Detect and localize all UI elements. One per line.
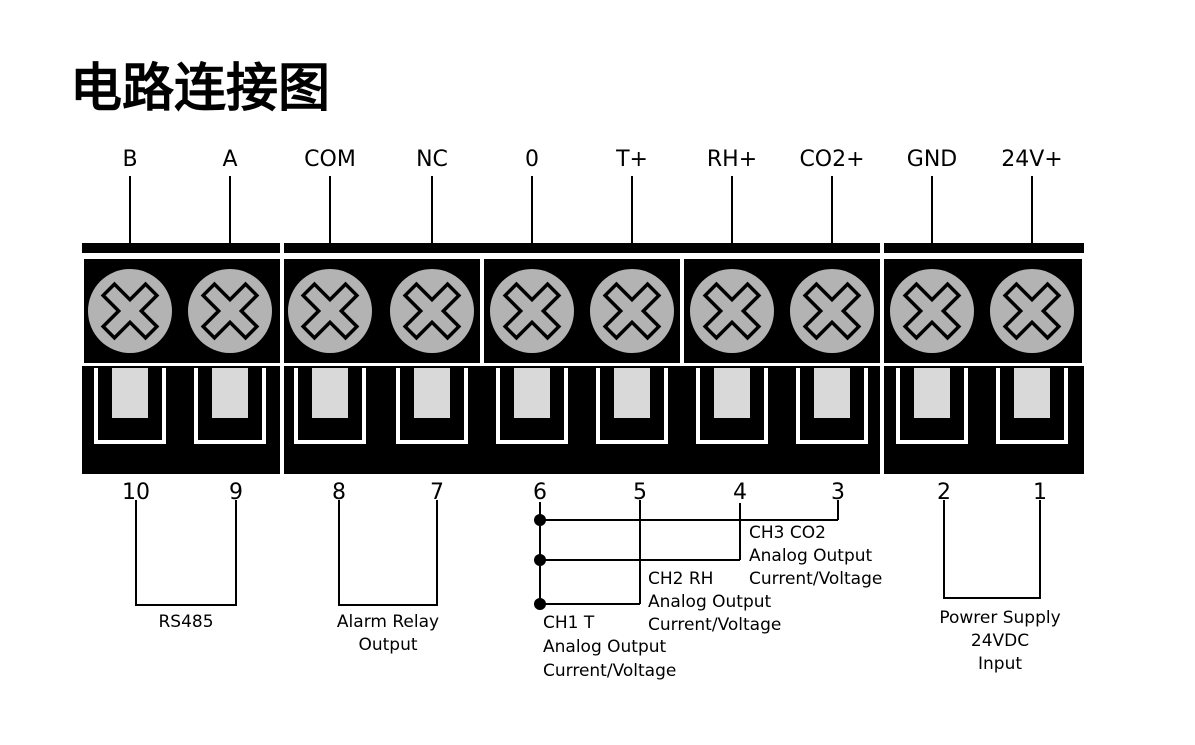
terminal-number-9: 2: [937, 480, 951, 505]
screw-3: [288, 269, 372, 353]
terminal-number-7: 4: [733, 480, 747, 505]
power-label-line2: 24VDC: [971, 631, 1029, 651]
wire-slot-1: [94, 368, 166, 444]
terminal-label-8: CO2+: [799, 147, 864, 172]
wire-slot-2: [194, 368, 266, 444]
terminal-label-5: 0: [525, 147, 539, 172]
wire-slot-7: [696, 368, 768, 444]
ch3-label-line2: Analog Output: [749, 546, 873, 566]
power-label-line1: Powrer Supply: [939, 608, 1060, 628]
screw-10: [990, 269, 1074, 353]
ch3-label-line3: Current/Voltage: [749, 569, 882, 589]
alarm-bracket: [338, 500, 438, 606]
ch1-label-line2: Analog Output: [543, 637, 667, 657]
terminal-number-5: 6: [533, 480, 547, 505]
alarm-label-line2: Output: [358, 635, 417, 655]
screw-cross-7: [702, 281, 762, 341]
slot-opening-1: [112, 368, 148, 418]
slot-opening-8: [814, 368, 850, 418]
ch1-label-line1: CH1 T: [543, 613, 595, 633]
ch2-label-line3: Current/Voltage: [648, 615, 781, 635]
slot-frame-4: [396, 368, 468, 444]
ch3-label-line1: CH3 CO2: [749, 523, 826, 543]
screw-9: [890, 269, 974, 353]
screw-cross-5: [502, 281, 562, 341]
terminal-label-7: RH+: [707, 147, 757, 172]
junction-dot-ch2: [534, 554, 546, 566]
terminal-label-10: 24V+: [1001, 147, 1062, 172]
wire-slot-4: [396, 368, 468, 444]
screw-cross-6: [602, 281, 662, 341]
body-block-2: [284, 366, 880, 474]
screw-2: [188, 269, 272, 353]
terminal-label-9: GND: [907, 147, 957, 172]
screw-cross-3: [300, 281, 360, 341]
page-title: 电路连接图: [70, 59, 330, 119]
slot-frame-3: [294, 368, 366, 444]
wire-slot-5: [496, 368, 568, 444]
slot-opening-3: [312, 368, 348, 418]
screw-7: [690, 269, 774, 353]
slot-frame-9: [896, 368, 968, 444]
slot-opening-2: [212, 368, 248, 418]
screw-cross-1: [100, 281, 160, 341]
wire-slot-10: [996, 368, 1068, 444]
power-bracket: [943, 500, 1041, 599]
rs485-bracket: [135, 500, 237, 606]
top-bar-power: [884, 243, 1084, 253]
screw-cross-4: [402, 281, 462, 341]
screw-cross-9: [902, 281, 962, 341]
alarm-label-line1: Alarm Relay: [337, 612, 439, 632]
terminal-label-3: COM: [304, 147, 356, 172]
terminal-label-6: T+: [615, 147, 648, 172]
slot-frame-7: [696, 368, 768, 444]
terminal-label-1: B: [122, 147, 137, 172]
slot-frame-1: [94, 368, 166, 444]
slot-frame-2: [194, 368, 266, 444]
slot-frame-8: [796, 368, 868, 444]
wire-slot-9: [896, 368, 968, 444]
power-label-line3: Input: [978, 654, 1022, 674]
screw-6: [590, 269, 674, 353]
screw-4: [390, 269, 474, 353]
terminal-number-3: 8: [332, 480, 346, 505]
terminal-number-8: 3: [831, 480, 845, 505]
ch2-label-line2: Analog Output: [648, 592, 772, 612]
slot-frame-6: [596, 368, 668, 444]
wire-slot-3: [294, 368, 366, 444]
junction-dot-ch3: [534, 514, 546, 526]
screw-8: [790, 269, 874, 353]
top-bar-middle: [284, 243, 880, 253]
slot-opening-10: [1014, 368, 1050, 418]
screw-5: [490, 269, 574, 353]
terminal-label-2: A: [222, 147, 237, 172]
body-block-1: [82, 366, 280, 474]
rs485-label: RS485: [158, 612, 213, 632]
ch2-label-line1: CH2 RH: [648, 569, 713, 589]
terminal-number-4: 7: [430, 480, 444, 505]
slot-opening-7: [714, 368, 750, 418]
junction-dot-ch1: [534, 598, 546, 610]
terminal-number-10: 1: [1033, 480, 1047, 505]
slot-opening-6: [614, 368, 650, 418]
slot-frame-5: [496, 368, 568, 444]
screw-cross-8: [802, 281, 862, 341]
wire-slot-6: [596, 368, 668, 444]
screw-cross-2: [200, 281, 260, 341]
terminal-number-6: 5: [633, 480, 647, 505]
terminal-number-2: 9: [229, 480, 243, 505]
screw-1: [88, 269, 172, 353]
ch1-label-line3: Current/Voltage: [543, 661, 676, 681]
wire-slot-8: [796, 368, 868, 444]
terminal-label-4: NC: [416, 147, 448, 172]
wiring-lines: [135, 500, 1041, 606]
slot-opening-9: [914, 368, 950, 418]
slot-frame-10: [996, 368, 1068, 444]
screw-cross-10: [1002, 281, 1062, 341]
top-bar-rs485: [82, 243, 280, 253]
slot-opening-5: [514, 368, 550, 418]
terminal-block: [82, 243, 1084, 474]
slot-opening-4: [414, 368, 450, 418]
